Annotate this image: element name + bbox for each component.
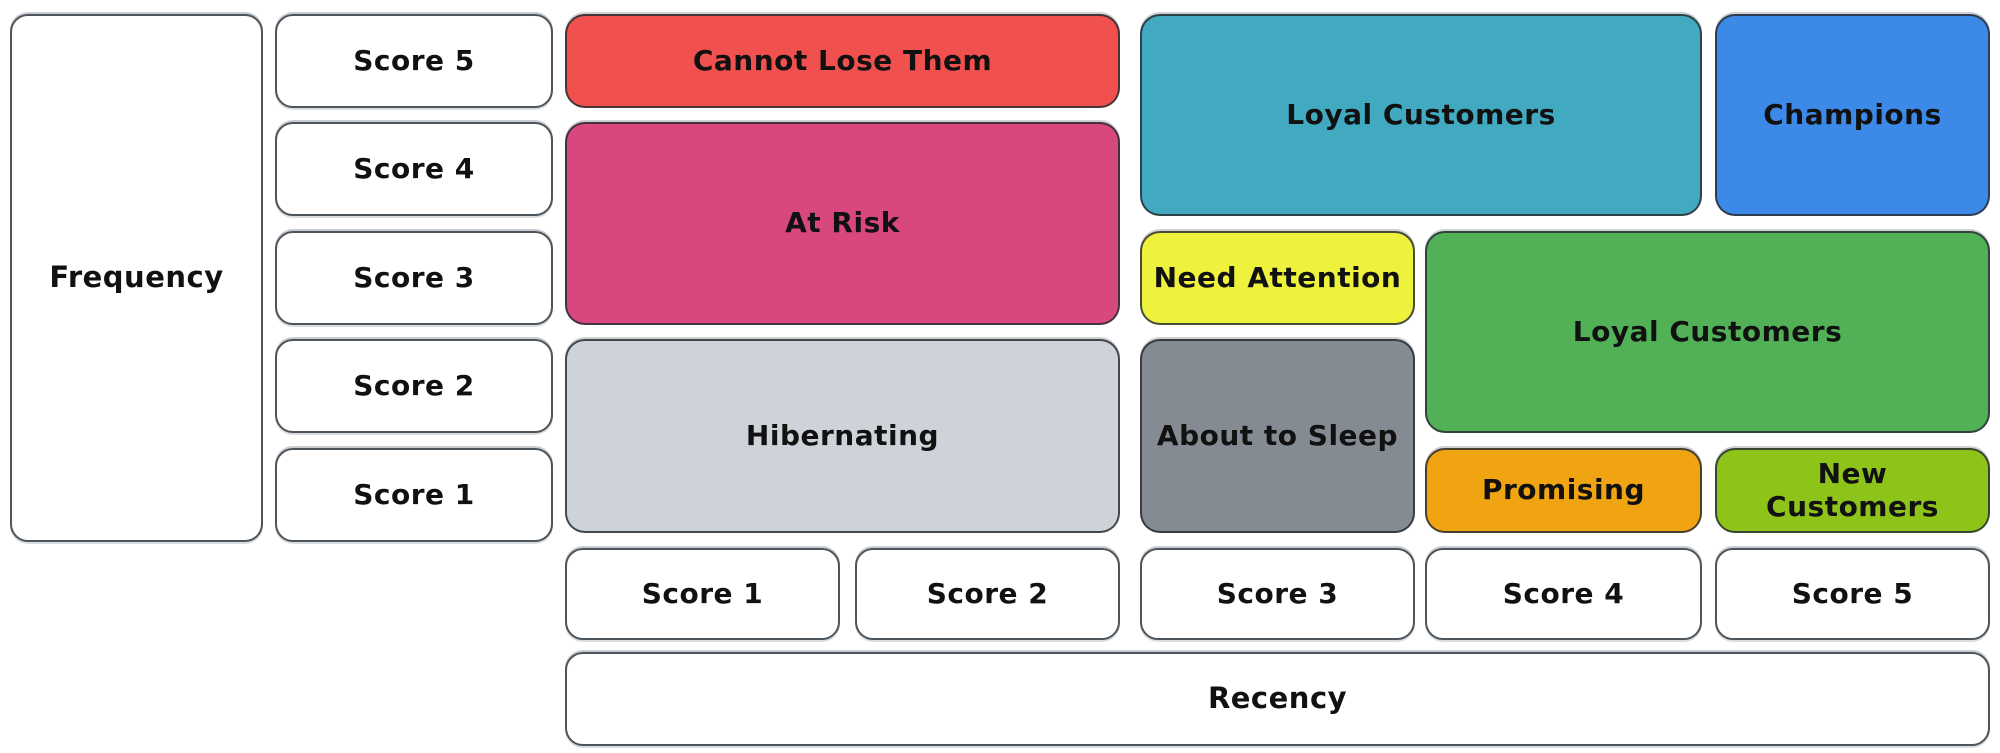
recency-score-box-5: Score 5 [1715, 548, 1990, 640]
recency-score-label: Score 5 [1791, 576, 1914, 610]
frequency-score-label: Score 2 [353, 368, 475, 402]
segment-label: Loyal Customers [1572, 314, 1843, 348]
recency-score-label: Score 1 [641, 576, 764, 610]
segment-at-risk: At Risk [565, 122, 1120, 325]
frequency-score-label: Score 5 [353, 43, 475, 77]
recency-score-label: Score 3 [1216, 576, 1339, 610]
segment-label: Champions [1763, 97, 1942, 131]
segment-label: New Customers [1766, 457, 1939, 523]
segment-label: Need Attention [1153, 260, 1402, 294]
segment-new-customers: New Customers [1715, 448, 1990, 533]
frequency-score-label: Score 3 [353, 260, 475, 294]
segment-hibernating: Hibernating [565, 339, 1120, 533]
frequency-axis-label: Frequency [49, 260, 224, 295]
recency-score-box-2: Score 2 [855, 548, 1120, 640]
segment-loyal-customers: Loyal Customers [1140, 14, 1702, 216]
frequency-score-box-1: Score 1 [275, 448, 553, 542]
recency-score-box-1: Score 1 [565, 548, 840, 640]
frequency-score-box-5: Score 5 [275, 14, 553, 108]
frequency-axis-label-box: Frequency [10, 14, 263, 542]
segment-need-attention: Need Attention [1140, 231, 1415, 325]
segment-label: Cannot Lose Them [692, 43, 993, 77]
recency-score-box-4: Score 4 [1425, 548, 1702, 640]
segment-champions: Champions [1715, 14, 1990, 216]
recency-axis-label-box: Recency [565, 652, 1990, 746]
segment-label: Loyal Customers [1286, 97, 1556, 131]
frequency-score-box-2: Score 2 [275, 339, 553, 433]
segment-loyal-customers-2: Loyal Customers [1425, 231, 1990, 433]
recency-axis-label: Recency [1207, 681, 1348, 716]
recency-score-box-3: Score 3 [1140, 548, 1415, 640]
frequency-score-label: Score 1 [353, 477, 475, 511]
segment-label: Hibernating [745, 418, 940, 452]
segment-label: Promising [1481, 473, 1646, 507]
segment-label: At Risk [785, 206, 900, 240]
segment-cannot-lose-them: Cannot Lose Them [565, 14, 1120, 108]
frequency-score-box-4: Score 4 [275, 122, 553, 216]
segment-promising: Promising [1425, 448, 1702, 533]
frequency-score-box-3: Score 3 [275, 231, 553, 325]
recency-score-label: Score 2 [926, 576, 1049, 610]
segment-label: About to Sleep [1156, 418, 1399, 452]
recency-score-label: Score 4 [1502, 576, 1625, 610]
frequency-score-label: Score 4 [353, 151, 475, 185]
segment-about-to-sleep: About to Sleep [1140, 339, 1415, 533]
